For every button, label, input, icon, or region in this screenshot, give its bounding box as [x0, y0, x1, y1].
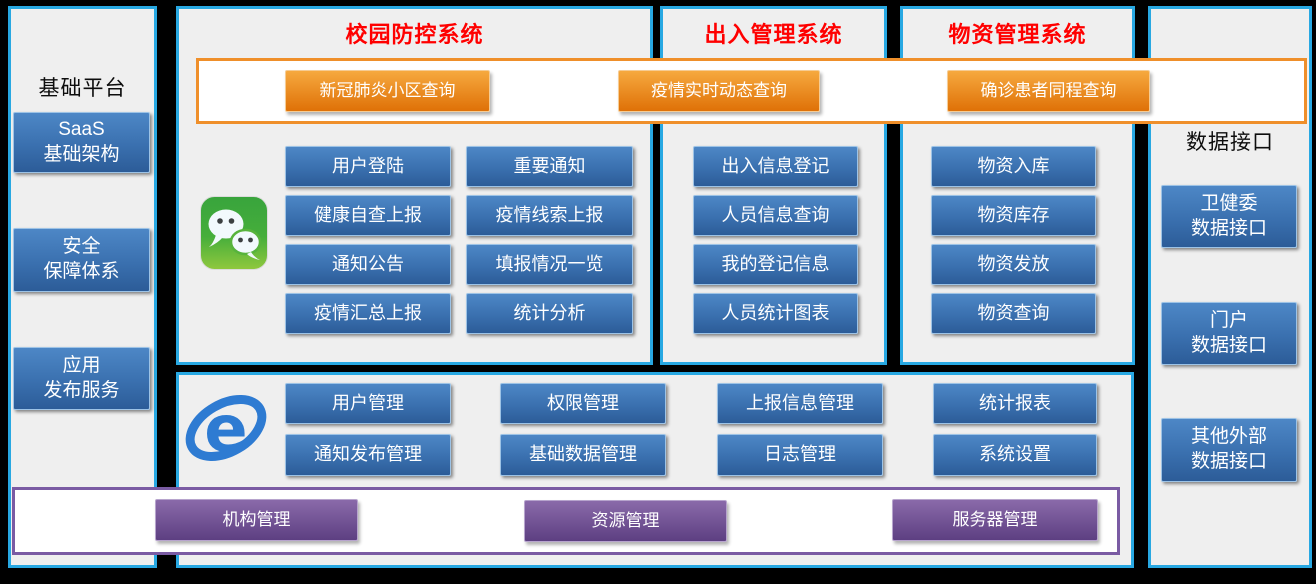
btn-entry-exit-registration: 出入信息登记: [693, 146, 858, 187]
wechat-icon: [200, 196, 268, 270]
btn-statistical-analysis: 统计分析: [466, 293, 633, 334]
btn-material-inventory: 物资库存: [931, 195, 1096, 236]
btn-other-external-interface: 其他外部 数据接口: [1161, 418, 1297, 482]
btn-material-distribution: 物资发放: [931, 244, 1096, 285]
btn-base-data-management: 基础数据管理: [500, 434, 666, 476]
btn-user-management: 用户管理: [285, 383, 451, 424]
btn-health-self-report: 健康自查上报: [285, 195, 451, 236]
btn-health-commission-interface: 卫健委 数据接口: [1161, 185, 1297, 248]
btn-user-login: 用户登陆: [285, 146, 451, 187]
btn-material-query: 物资查询: [931, 293, 1096, 334]
btn-statistical-reports: 统计报表: [933, 383, 1097, 424]
btn-important-notice: 重要通知: [466, 146, 633, 187]
btn-epidemic-realtime-query: 疫情实时动态查询: [618, 70, 820, 112]
ie-icon: e: [184, 386, 268, 470]
btn-epidemic-summary-report: 疫情汇总上报: [285, 293, 451, 334]
btn-material-inbound: 物资入库: [931, 146, 1096, 187]
btn-app-publish-service: 应用 发布服务: [13, 347, 150, 410]
btn-epidemic-clue-report: 疫情线索上报: [466, 195, 633, 236]
btn-report-status-overview: 填报情况一览: [466, 244, 633, 285]
left-sidebar-title: 基础平台: [38, 77, 127, 100]
btn-server-management: 服务器管理: [892, 499, 1098, 541]
btn-system-settings: 系统设置: [933, 434, 1097, 476]
btn-report-info-management: 上报信息管理: [717, 383, 883, 424]
access-system-title: 出入管理系统: [704, 22, 843, 47]
btn-organization-management: 机构管理: [155, 499, 358, 541]
btn-covid-community-query: 新冠肺炎小区查询: [285, 70, 490, 112]
materials-system-title: 物资管理系统: [948, 22, 1087, 47]
btn-notice-announcement: 通知公告: [285, 244, 451, 285]
btn-log-management: 日志管理: [717, 434, 883, 476]
btn-notice-publish-management: 通知发布管理: [285, 434, 451, 476]
btn-personnel-info-query: 人员信息查询: [693, 195, 858, 236]
btn-patient-co-travel-query: 确诊患者同程查询: [947, 70, 1150, 112]
btn-my-registration-info: 我的登记信息: [693, 244, 858, 285]
btn-portal-interface: 门户 数据接口: [1161, 302, 1297, 365]
right-sidebar-title: 数据接口: [1186, 131, 1274, 154]
svg-text:e: e: [204, 393, 247, 467]
btn-security-system: 安全 保障体系: [13, 228, 150, 292]
btn-permission-management: 权限管理: [500, 383, 666, 424]
campus-system-title: 校园防控系统: [345, 22, 484, 47]
btn-resource-management: 资源管理: [524, 500, 727, 542]
btn-saas-infrastructure: SaaS 基础架构: [13, 112, 150, 173]
btn-personnel-statistics-chart: 人员统计图表: [693, 293, 858, 334]
